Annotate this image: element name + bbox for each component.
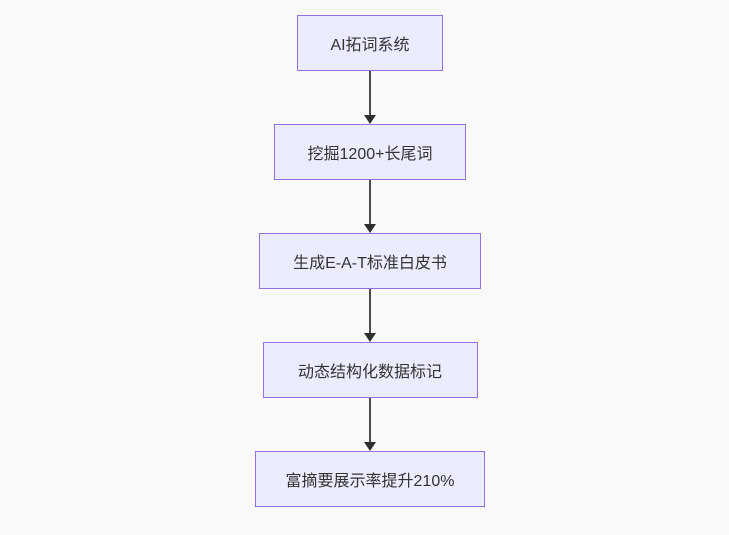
flow-node-structured-data-markup: 动态结构化数据标记 xyxy=(262,342,478,398)
flow-node-longtail-mining: 挖掘1200+长尾词 xyxy=(274,124,466,180)
flow-edge-1 xyxy=(363,71,377,124)
arrow-line xyxy=(369,398,371,443)
flowchart: AI拓词系统 挖掘1200+长尾词 生成E-A-T标准白皮书 动态结构化数据标记 xyxy=(255,15,485,507)
arrow-down-icon xyxy=(364,115,376,124)
flow-node-ai-word-system: AI拓词系统 xyxy=(297,15,443,71)
arrow-line xyxy=(369,180,371,225)
flow-node-eat-whitepaper: 生成E-A-T标准白皮书 xyxy=(259,233,481,289)
arrow-line xyxy=(369,289,371,334)
flow-node-rich-snippet-result: 富摘要展示率提升210% xyxy=(255,451,485,507)
flow-node-label: 动态结构化数据标记 xyxy=(297,364,442,381)
arrow-down-icon xyxy=(364,224,376,233)
flow-node-label: 富摘要展示率提升210% xyxy=(285,473,455,490)
arrow-down-icon xyxy=(364,333,376,342)
flow-node-label: AI拓词系统 xyxy=(330,37,410,54)
flow-node-label: 生成E-A-T标准白皮书 xyxy=(293,255,447,272)
flow-node-label: 挖掘1200+长尾词 xyxy=(307,146,433,163)
arrow-line xyxy=(369,71,371,116)
flow-edge-4 xyxy=(363,398,377,451)
arrow-down-icon xyxy=(364,442,376,451)
flow-edge-2 xyxy=(363,180,377,233)
flow-edge-3 xyxy=(363,289,377,342)
